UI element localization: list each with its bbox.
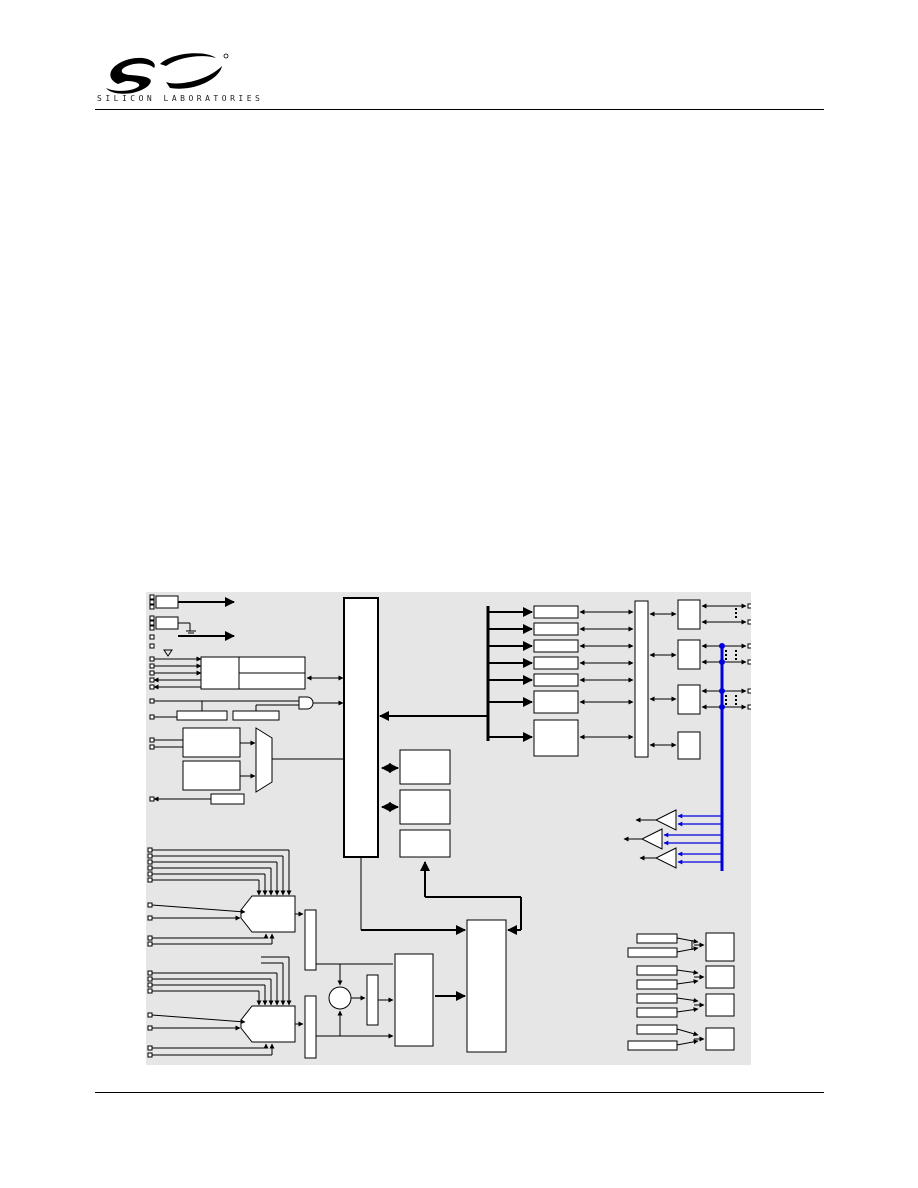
company-wordmark: SILICON LABORATORIES [97, 94, 264, 103]
analog-bus [663, 643, 725, 871]
block-diagram [146, 592, 751, 1065]
pin-group-power [149, 594, 155, 802]
block-diagram-svg [147, 594, 751, 1059]
footer-rule [95, 1092, 824, 1093]
silicon-labs-logo-icon [106, 53, 229, 94]
header-rule [95, 109, 824, 110]
